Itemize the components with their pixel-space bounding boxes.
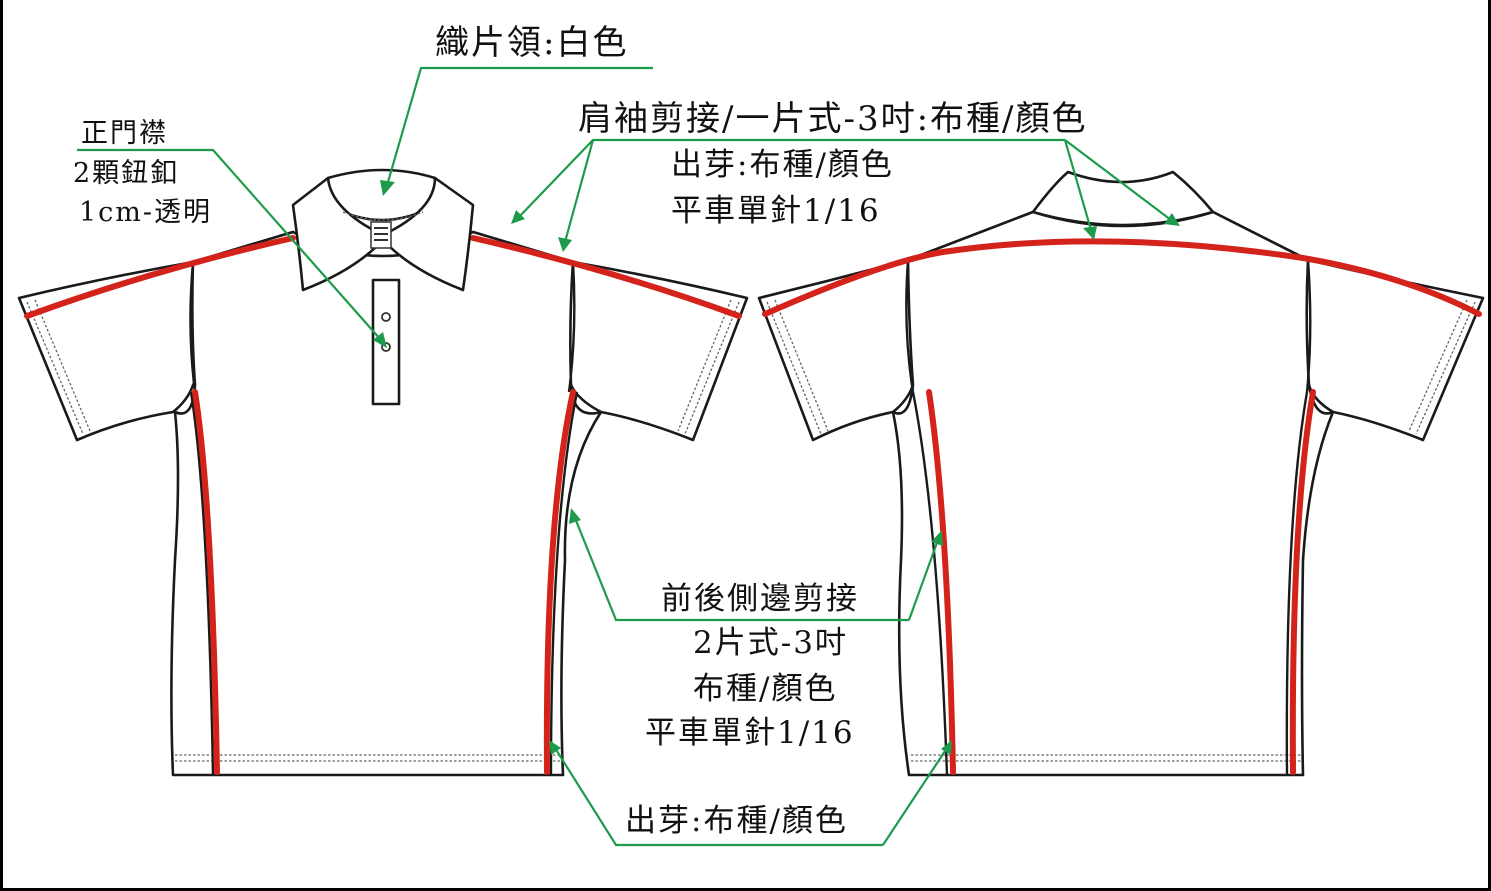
back-yoke-piping: [762, 238, 1482, 317]
side-label-line2: 2片式-3吋: [693, 625, 848, 661]
side-label-line4: 平車單針1/16: [645, 715, 855, 751]
collar-label: 織片領:白色: [435, 23, 629, 63]
garment-drawing: [17, 66, 1485, 847]
button-1-icon: [381, 312, 391, 322]
shoulder-label-line1: 肩袖剪接/一片式-3吋:布種/顏色: [578, 99, 1088, 139]
leader-lines: [77, 66, 1180, 847]
side-label-line1: 前後側邊剪接: [661, 581, 859, 617]
placket-label-line3: 1cm-透明: [79, 197, 213, 228]
front-shoulder-piping-right: [470, 235, 742, 319]
back-side-piping-right: [1289, 389, 1316, 775]
front-side-piping-right: [543, 389, 576, 775]
placket-label-line1: 正門襟: [81, 118, 168, 149]
front-shoulder-piping-left: [24, 235, 296, 319]
side-label-line3: 布種/顏色: [693, 671, 838, 707]
shoulder-label-line2: 出芽:布種/顏色: [671, 147, 894, 183]
placket-label-line2: 2顆鈕釦: [73, 158, 180, 189]
back-body: [891, 210, 1335, 777]
back-view: [757, 170, 1485, 777]
piping-label: 出芽:布種/顏色: [625, 803, 848, 839]
back-collar: [1031, 170, 1215, 227]
front-body: [170, 230, 603, 777]
front-side-piping-left: [192, 389, 220, 775]
shoulder-label-line3: 平車單針1/16: [671, 193, 881, 229]
back-side-piping-left: [926, 389, 956, 775]
front-view: [17, 168, 749, 777]
